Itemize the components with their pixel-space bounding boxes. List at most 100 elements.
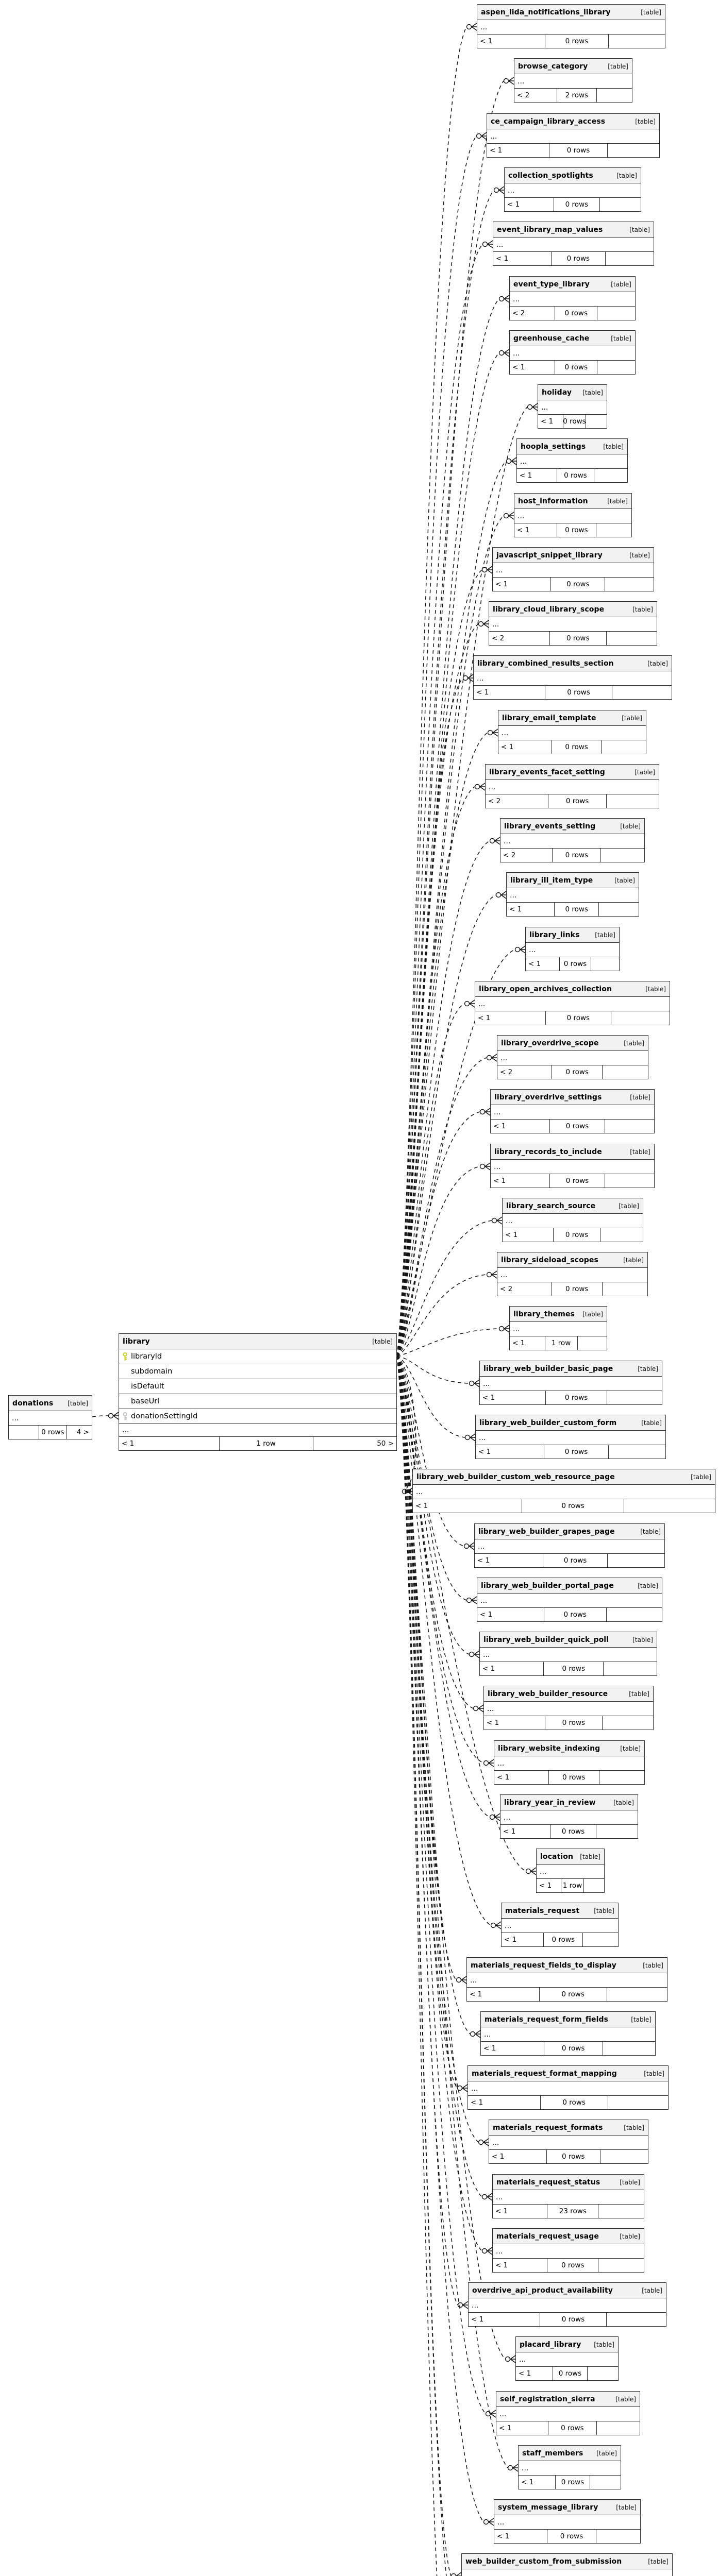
table-name-link[interactable]: aspen_lida_notifications_library [481, 8, 611, 16]
table-name-link[interactable]: web_builder_custom_from_submission [465, 2557, 622, 2566]
table-name-link[interactable]: library_web_builder_custom_form [479, 1418, 617, 1427]
table-header: library_cloud_library_scope [table] [489, 602, 657, 617]
stat-children-count: < 1 [495, 2261, 508, 2269]
table-name-link[interactable]: hoopla_settings [521, 442, 586, 451]
table-name-link[interactable]: event_library_map_values [497, 225, 603, 234]
table-name-link[interactable]: self_registration_sierra [500, 2395, 595, 2403]
table-name-link[interactable]: library_links [529, 930, 580, 939]
table-name-link[interactable]: library_sideload_scopes [501, 1256, 598, 1264]
table-name-link[interactable]: materials_request_fields_to_display [471, 1961, 616, 1970]
table-header: self_registration_sierra [table] [496, 2392, 640, 2407]
stat-children-count: < 2 [512, 309, 525, 317]
table-name-link[interactable]: overdrive_api_product_availability [472, 2286, 613, 2295]
table-name-link[interactable]: library_web_builder_grapes_page [478, 1527, 615, 1536]
table-name-link[interactable]: library_overdrive_scope [501, 1039, 599, 1047]
table-name-link[interactable]: event_type_library [513, 280, 590, 289]
table-name-link[interactable]: library_combined_results_section [477, 659, 614, 668]
table-name-link[interactable]: browse_category [518, 62, 588, 71]
stat-parents-count [603, 1282, 647, 1296]
table-badge: [table] [629, 226, 650, 233]
columns-ellipsis: ... [119, 1424, 396, 1437]
table-name-link[interactable]: library_search_source [506, 1201, 596, 1210]
column-name: baseUrl [131, 1397, 160, 1405]
columns-ellipsis: ... [475, 997, 670, 1011]
table-name-link[interactable]: library_email_template [502, 714, 596, 722]
stat-parents-count [607, 1391, 662, 1404]
table-header: web_builder_custom_from_submission[table… [462, 2554, 672, 2569]
table-name-link[interactable]: library_records_to_include [494, 1147, 602, 1156]
table-badge: [table] [643, 1961, 663, 1969]
table-overdrive_api_product_availability: overdrive_api_product_availability[table… [468, 2282, 666, 2327]
table-name-link[interactable]: library_overdrive_settings [494, 1093, 602, 1101]
table-badge: [table] [629, 551, 650, 559]
table-library_web_builder_portal_page: library_web_builder_portal_page[table]..… [477, 1578, 662, 1622]
table-aspen_lida_notifications_library: aspen_lida_notifications_library[table].… [477, 4, 665, 48]
table-badge: [table] [582, 388, 603, 396]
table-header: materials_request_formats[table] [489, 2120, 648, 2136]
table-name-link[interactable]: system_message_library [498, 2503, 598, 2512]
table-name-link[interactable]: location [540, 1852, 574, 1861]
stat-parents-count [599, 1771, 644, 1784]
table-name-link[interactable]: host_information [518, 497, 588, 505]
table-name-link[interactable]: library_cloud_library_scope [493, 605, 605, 614]
table-name-link[interactable]: library_web_builder_resource [488, 1689, 608, 1698]
table-name-link[interactable]: library_open_archives_collection [479, 985, 612, 993]
table-name-link[interactable]: library_ill_item_type [510, 876, 593, 885]
column-row-baseUrl: baseUrl [119, 1394, 396, 1409]
table-name-link[interactable]: library_year_in_review [504, 1798, 596, 1807]
table-name-link[interactable]: library_web_builder_custom_web_resource_… [416, 1472, 615, 1481]
table-name-link[interactable]: staff_members [522, 2449, 583, 2458]
table-name-link[interactable]: library [123, 1337, 150, 1346]
stat-children-count: < 1 [415, 1502, 428, 1510]
table-name-link[interactable]: javascript_snippet_library [496, 551, 603, 560]
table-badge: [table] [619, 1202, 639, 1210]
stat-children-count: < 1 [528, 960, 541, 968]
stat-children-count: < 1 [490, 146, 503, 155]
table-name-link[interactable]: materials_request_usage [496, 2232, 599, 2241]
stat-parents-count [605, 1174, 654, 1188]
table-name-link[interactable]: library_web_builder_basic_page [483, 1364, 613, 1373]
table-name-link[interactable]: materials_request_form_fields [485, 2015, 609, 2024]
stat-row-count: 0 rows [546, 2530, 597, 2543]
table-header: library_web_builder_resource[table] [484, 1686, 653, 1702]
table-badge: [table] [594, 1907, 614, 1914]
table-name-link[interactable]: collection_spotlights [508, 171, 593, 180]
table-name-link[interactable]: library_events_setting [504, 822, 596, 831]
stat-row-count: 1 row [219, 1437, 313, 1450]
table-badge: [table] [644, 2070, 664, 2077]
table-header: collection_spotlights[table] [505, 168, 641, 183]
columns-ellipsis: ... [500, 1810, 638, 1825]
table-name-link[interactable]: ce_campaign_library_access [491, 117, 606, 126]
table-name-link[interactable]: materials_request_format_mapping [472, 2069, 617, 2078]
table-name-link[interactable]: materials_request [505, 1906, 580, 1915]
table-name-link[interactable]: library_web_builder_quick_poll [483, 1635, 609, 1644]
column-row-isDefault: isDefault [119, 1379, 396, 1394]
table-header: library_events_setting [table] [500, 819, 644, 834]
table-name-link[interactable]: library_themes [513, 1310, 575, 1318]
table-badge: [table] [632, 605, 653, 613]
table-name-link[interactable]: library_web_builder_portal_page [481, 1581, 614, 1590]
table-name-link[interactable]: library_events_facet_setting [489, 768, 605, 776]
table-badge: [table] [620, 822, 641, 830]
table-name-link[interactable]: holiday [542, 388, 572, 397]
table-header: library_web_builder_quick_poll[table] [480, 1632, 657, 1648]
table-name-link[interactable]: materials_request_status [496, 2178, 600, 2187]
table-badge: [table] [615, 2395, 636, 2403]
stat-parents-count [591, 957, 619, 971]
table-name-link[interactable]: donations [12, 1399, 54, 1408]
table-name-link[interactable]: greenhouse_cache [513, 334, 590, 343]
table-name-link[interactable]: materials_request_formats [493, 2123, 603, 2132]
table-name-link[interactable]: library_website_indexing [498, 1744, 600, 1753]
table-name-link[interactable]: placard_library [520, 2340, 581, 2349]
